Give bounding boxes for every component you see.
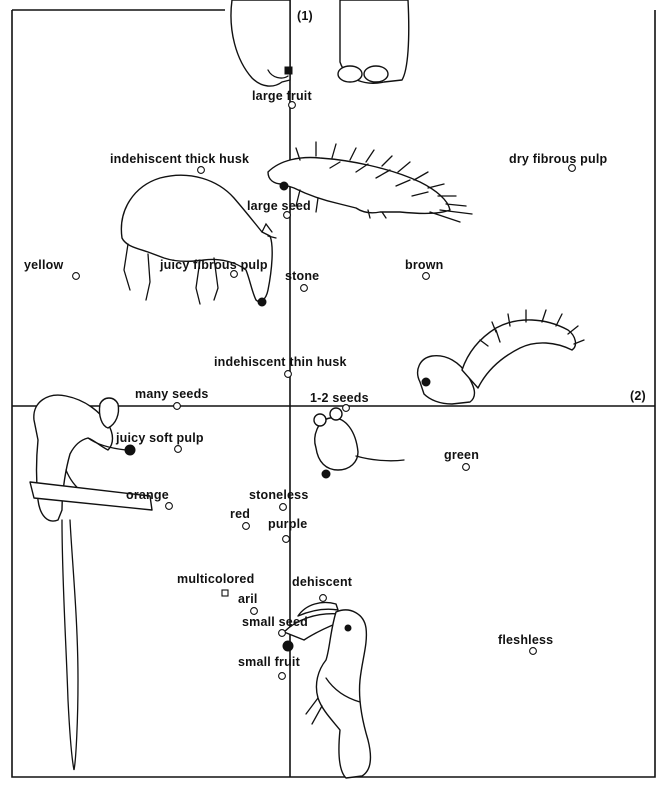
label-juicy-soft-pulp: juicy soft pulp: [115, 431, 204, 445]
marker-brown: [423, 273, 430, 280]
marker-stone: [301, 285, 308, 292]
marker-green: [463, 464, 470, 471]
label-multicolored: multicolored: [177, 572, 254, 586]
marker-one-two-seeds: [343, 405, 350, 412]
label-indehiscent-thick-husk: indehiscent thick husk: [110, 152, 249, 166]
elephant-foot-icon: [231, 0, 409, 86]
marker-red: [243, 523, 250, 530]
label-dry-fibrous-pulp: dry fibrous pulp: [509, 152, 607, 166]
marker-dehiscent: [320, 595, 327, 602]
label-stoneless: stoneless: [249, 488, 308, 502]
label-one-two-seeds: 1-2 seeds: [310, 391, 369, 405]
label-many-seeds: many seeds: [135, 387, 209, 401]
marker-yellow: [73, 273, 80, 280]
marker-juicy-soft-pulp: [175, 446, 182, 453]
label-dehiscent: dehiscent: [292, 575, 353, 589]
marker-small-seed: [279, 630, 286, 637]
label-brown: brown: [405, 258, 444, 272]
label-red: red: [230, 507, 250, 521]
marker-many-seeds: [174, 403, 181, 410]
rodent-icon: [314, 408, 404, 478]
axis-1-label: (1): [297, 9, 313, 23]
label-yellow: yellow: [24, 258, 63, 272]
label-small-fruit: small fruit: [238, 655, 301, 669]
marker-stoneless: [280, 504, 287, 511]
label-small-seed: small seed: [242, 615, 308, 629]
marker-small-fruit: [279, 673, 286, 680]
label-large-seed: large seed: [247, 199, 311, 213]
marker-orange: [166, 503, 173, 510]
label-indehiscent-thin-husk: indehiscent thin husk: [214, 355, 347, 369]
marker-aril: [251, 608, 258, 615]
label-stone: stone: [285, 269, 319, 283]
marker-fleshless: [530, 648, 537, 655]
marker-large-seed: [284, 212, 291, 219]
label-fleshless: fleshless: [498, 633, 553, 647]
marker-multicolored: [222, 590, 228, 596]
marker-indehiscent-thin-husk: [285, 371, 292, 378]
label-aril: aril: [238, 592, 258, 606]
deer-icon: [121, 175, 276, 306]
monkey-icon: [30, 395, 152, 770]
marker-indehiscent-thick-husk: [198, 167, 205, 174]
label-orange: orange: [126, 488, 169, 502]
squirrel-icon: [418, 310, 584, 404]
marker-juicy-fibrous-pulp: [231, 271, 238, 278]
marker-dry-fibrous-pulp: [569, 165, 576, 172]
marker-purple: [283, 536, 290, 543]
marker-large-fruit: [289, 102, 296, 109]
axis-2-label: (2): [630, 389, 646, 403]
label-green: green: [444, 448, 479, 462]
label-juicy-fibrous-pulp: juicy fibrous pulp: [159, 258, 268, 272]
label-purple: purple: [268, 517, 307, 531]
label-large-fruit: large fruit: [252, 89, 312, 103]
